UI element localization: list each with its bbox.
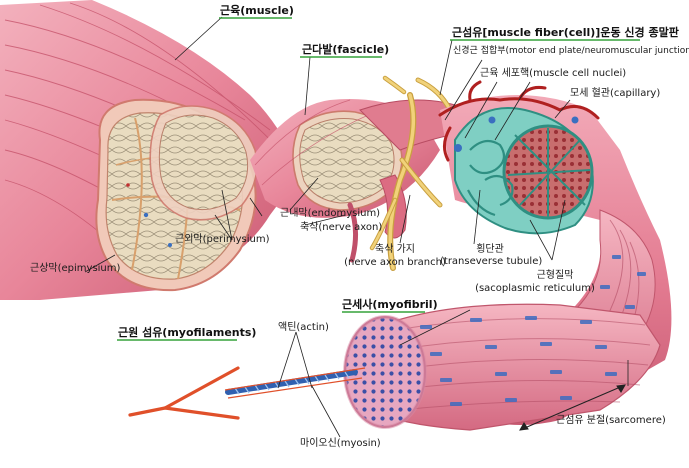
- nerve-axon-label: 축삭(nerve axon): [300, 222, 383, 233]
- fascicle-illustration: [250, 99, 481, 263]
- myofilaments-label: 근원 섬유(myofilaments): [118, 326, 257, 339]
- motor-end-plate-label: 신경근 접합부(motor end plate/neuromuscular ju…: [453, 46, 689, 56]
- leader-lines: [84, 16, 629, 438]
- sarcoplasmic-reticulum-label-en: (sacoplasmic reticulum): [475, 283, 595, 294]
- capillary-label: 모세 혈관(capillary): [570, 88, 661, 99]
- actin-label: 액틴(actin): [278, 322, 329, 333]
- nerve-axon-branch-label-en: (nerve axon branch): [344, 257, 446, 268]
- transverse-tubule-label-ko: 횡단관: [476, 244, 504, 255]
- myofibril-illustration: [343, 303, 661, 431]
- perimysium-label: 근외막(perimysium): [175, 234, 270, 245]
- sarcomere-label: 근섬유 분절(sarcomere): [556, 415, 666, 426]
- muscle-cell-nuclei-label: 근육 세포핵(muscle cell nuclei): [480, 68, 627, 79]
- fascicle-label: 근다발(fascicle): [302, 43, 390, 56]
- sarcoplasmic-reticulum-label-ko: 근형질막: [536, 270, 574, 281]
- myofibril-label: 근세사(myofibril): [342, 298, 438, 311]
- muscle-fiber-label: 근섬유[muscle fiber(cell)]운동 신경 종말판: [452, 26, 679, 39]
- endomysium-label: 근내막(endomysium): [280, 208, 381, 219]
- myofilament-illustration: [128, 366, 366, 420]
- transverse-tubule-label-en: (transeverse tubule): [440, 256, 543, 267]
- title-underlines: [117, 17, 640, 341]
- myosin-label: 마이오신(myosin): [300, 438, 381, 449]
- muscle-label: 근육(muscle): [220, 4, 294, 17]
- sarcomere-arrow: [519, 384, 626, 431]
- nerve-axon-branch-label-ko: 축삭 가지: [375, 244, 415, 255]
- epimysium-label: 근상막(epimysium): [30, 263, 121, 274]
- muscle-illustration: [0, 0, 300, 300]
- nerve-illustration: [369, 75, 453, 271]
